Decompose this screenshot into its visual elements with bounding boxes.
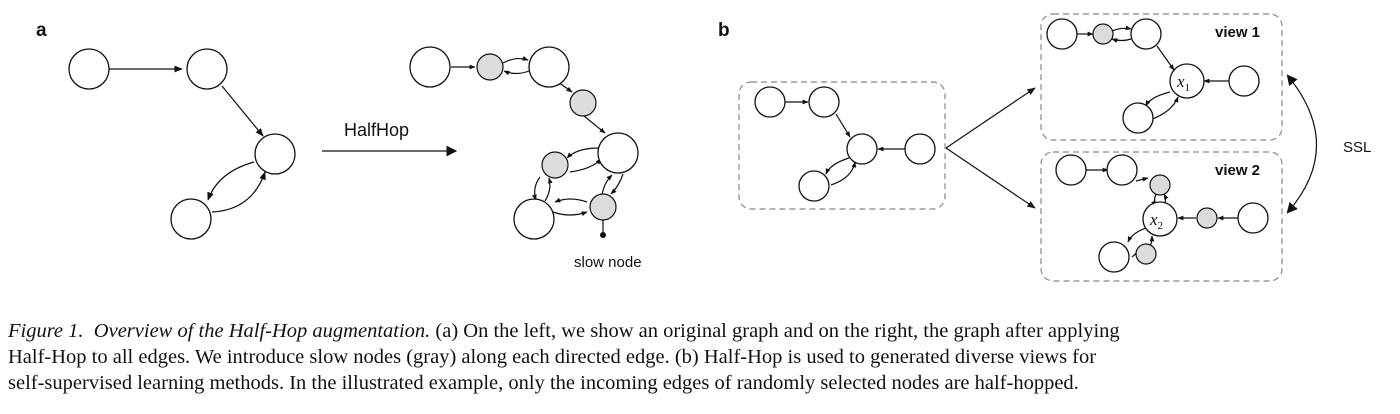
graph-edge	[554, 197, 588, 203]
slow-node	[1196, 207, 1218, 229]
graph-edge	[610, 173, 624, 195]
ssl-arrow	[1286, 74, 1317, 214]
graph-edge	[583, 115, 606, 134]
caption-prefix: Figure 1.	[8, 320, 84, 342]
caption-line1-rest: (a) On the left, we show an original gra…	[435, 320, 1120, 342]
slow-node-pointer-dot	[600, 232, 606, 238]
figure-diagram: a b HalfHop s	[36, 13, 1371, 282]
graph-edge	[1135, 176, 1149, 182]
graph-edge	[1111, 25, 1132, 32]
split-arrow-bottom	[945, 147, 1036, 209]
graph-node	[1055, 154, 1087, 186]
graph-node	[1130, 18, 1162, 50]
graph-edge	[601, 174, 613, 196]
halfhop-graph: slow node	[409, 46, 642, 271]
graph-edge	[569, 158, 602, 173]
slow-node	[589, 193, 617, 221]
view1-label: view 1	[1215, 24, 1260, 41]
view1-box	[1040, 13, 1283, 141]
figure-caption: Figure 1. Overview of the Half-Hop augme…	[8, 318, 1398, 396]
view1-graph: x1	[1046, 18, 1260, 134]
caption-line-2: Half-Hop to all edges. We introduce slow…	[8, 346, 1097, 368]
slow-node	[569, 89, 597, 117]
slow-node-label: slow node	[574, 254, 642, 271]
view2-label: view 2	[1215, 162, 1260, 179]
graph-edge	[830, 161, 857, 186]
graph-edge	[1111, 38, 1132, 43]
caption-line-1: Figure 1. Overview of the Half-Hop augme…	[8, 318, 1398, 344]
graph-edge	[544, 177, 553, 202]
graph-node-x2	[1142, 201, 1178, 237]
graph-edge	[566, 147, 600, 159]
input-graph-box	[738, 81, 946, 210]
graph-node-x1	[1169, 63, 1205, 99]
slow-node	[476, 53, 504, 81]
graph-node	[513, 198, 555, 240]
view2-graph: x2	[1055, 154, 1269, 273]
panel-b-label: b	[718, 20, 730, 41]
graph-node	[254, 133, 296, 175]
caption-title: Overview of the Half-Hop augmentation.	[93, 320, 431, 342]
slow-node	[1149, 174, 1171, 196]
slow-node	[1135, 243, 1157, 265]
graph-edge	[825, 157, 850, 175]
graph-node	[1098, 241, 1130, 273]
graph-node	[528, 46, 570, 88]
graph-edge	[502, 56, 529, 64]
graph-node	[1106, 154, 1138, 186]
slow-node	[1092, 23, 1114, 45]
graph-edge	[1156, 45, 1175, 71]
ssl-label: SSL	[1343, 139, 1371, 156]
graph-node	[1122, 102, 1154, 134]
graph-node	[754, 86, 786, 118]
caption-line-3: self-supervised learning methods. In the…	[8, 372, 1079, 394]
graph-edge	[835, 113, 851, 138]
graph-edge	[1145, 91, 1171, 107]
slow-node	[541, 151, 569, 179]
graph-node	[597, 132, 639, 174]
original-edge	[211, 171, 266, 213]
graph-node	[798, 170, 830, 202]
graph-node	[68, 48, 110, 90]
x1-label: x1	[1176, 72, 1190, 94]
graph-node	[1046, 18, 1078, 50]
graph-node	[808, 86, 840, 118]
graph-edge	[1127, 227, 1147, 243]
graph-node	[1228, 65, 1260, 97]
panel-a-label: a	[36, 20, 47, 41]
halfhop-label: HalfHop	[344, 120, 409, 140]
graph-node	[409, 46, 451, 88]
graph-node	[1237, 202, 1269, 234]
input-graph	[754, 86, 936, 202]
graph-node	[846, 133, 878, 165]
graph-edge	[532, 176, 541, 201]
graph-node	[186, 48, 228, 90]
graph-node	[170, 198, 212, 240]
original-graph	[68, 48, 296, 240]
original-edge	[221, 85, 264, 137]
x2-label: x2	[1149, 210, 1163, 232]
graph-edge	[1149, 96, 1179, 121]
graph-edge	[503, 70, 530, 76]
graph-node	[904, 133, 936, 165]
split-arrow-top	[945, 87, 1036, 149]
original-edge	[207, 161, 255, 201]
graph-edge	[552, 211, 588, 217]
